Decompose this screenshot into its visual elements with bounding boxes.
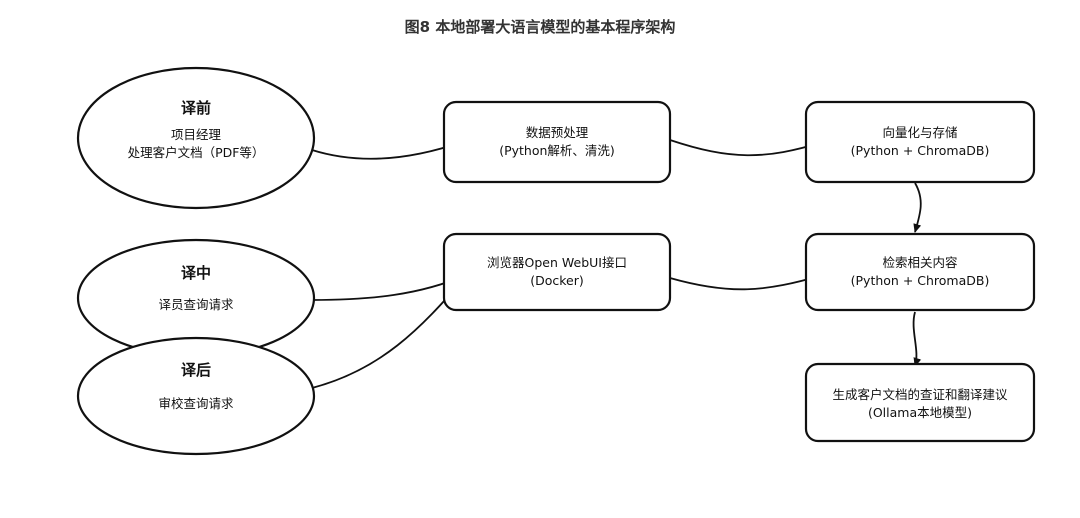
edge-retrieve-to-generate <box>912 311 922 367</box>
edge-pre-to-preprocess <box>311 140 463 160</box>
box-shape <box>804 362 1036 443</box>
edge-preprocess-to-vectorize <box>669 139 824 157</box>
ellipse-shape <box>76 66 316 210</box>
node-webui-line2: (Docker) <box>530 273 584 288</box>
node-vectorize-line1: 向量化与存储 <box>882 125 957 140</box>
node-pre-translation: 译前 项目经理 处理客户文档（PDF等） <box>76 66 316 210</box>
node-retrieve-line1: 检索相关内容 <box>882 255 957 270</box>
box-shape <box>804 100 1036 184</box>
node-vectorize-line2: (Python + ChromaDB) <box>851 143 990 158</box>
node-webui-line1: 浏览器Open WebUI接口 <box>487 255 627 270</box>
node-generate-line2: (Ollama本地模型) <box>868 405 972 420</box>
node-post-translation <box>76 336 316 456</box>
box-shape <box>442 100 672 184</box>
box-shape <box>442 232 672 312</box>
node-webui: 浏览器Open WebUI接口 (Docker) <box>442 232 672 312</box>
node-pre-line2: 处理客户文档（PDF等） <box>128 145 265 160</box>
node-preprocess-line1: 数据预处理 <box>526 125 589 140</box>
node-mid-title: 译中 <box>181 264 211 282</box>
node-vectorize: 向量化与存储 (Python + ChromaDB) <box>804 100 1036 184</box>
node-generate-line1: 生成客户文档的查证和翻译建议 <box>832 387 1008 402</box>
node-generate: 生成客户文档的查证和翻译建议 (Ollama本地模型) <box>804 362 1036 443</box>
edge-webui-to-retrieve <box>669 273 824 291</box>
node-pre-title: 译前 <box>181 99 211 117</box>
node-mid-line1: 译员查询请求 <box>158 297 234 312</box>
ellipse-shape <box>76 336 316 456</box>
node-preprocess: 数据预处理 (Python解析、清洗) <box>442 100 672 184</box>
node-post-title: 译后 <box>181 361 211 379</box>
box-shape <box>804 232 1036 312</box>
node-post-line1: 审校查询请求 <box>158 396 234 411</box>
node-preprocess-line2: (Python解析、清洗) <box>499 143 615 158</box>
node-retrieve-line2: (Python + ChromaDB) <box>851 273 990 288</box>
figure-title: 图8 本地部署大语言模型的基本程序架构 <box>404 18 676 36</box>
node-retrieve: 检索相关内容 (Python + ChromaDB) <box>804 232 1036 312</box>
edge-vectorize-to-retrieve <box>913 182 922 233</box>
node-pre-line1: 项目经理 <box>171 127 222 142</box>
